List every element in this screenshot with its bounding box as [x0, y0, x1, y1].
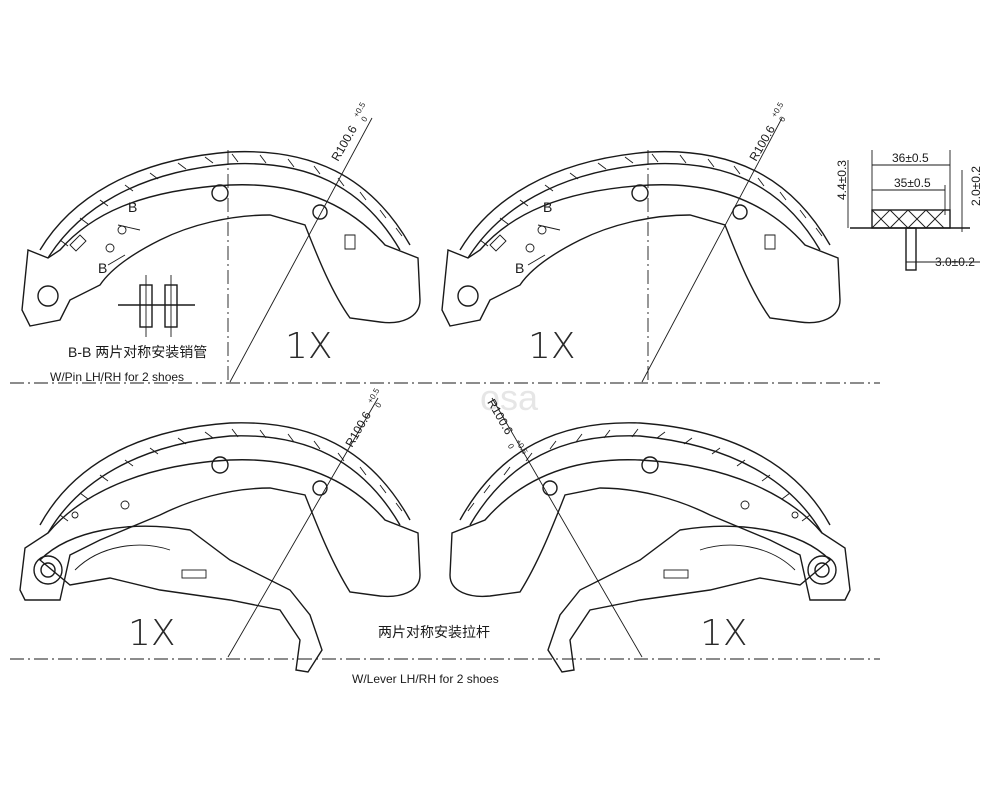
dim-35: 35±0.5	[894, 176, 931, 190]
lining-section-detail	[847, 150, 980, 271]
svg-text:R100.6: R100.6	[328, 123, 360, 164]
svg-text:R100.6: R100.6	[746, 123, 778, 164]
qty-label-1: 1X	[285, 326, 333, 367]
section-mark-b4: B	[515, 260, 524, 276]
shoe-top-left	[21, 117, 421, 383]
shoe-bottom-right	[449, 397, 851, 673]
svg-text:+0.5: +0.5	[366, 386, 382, 405]
dim-4-4: 4.4±0.3	[835, 160, 849, 200]
svg-text:+0.5: +0.5	[770, 100, 786, 119]
qty-label-4: 1X	[700, 613, 748, 654]
bb-note: B-B 两片对称安装销管	[68, 344, 207, 360]
section-mark-b2: B	[98, 260, 107, 276]
radius-label-3: R100.6 +0.5 0	[342, 386, 383, 450]
dim-2-0: 2.0±0.2	[969, 166, 983, 206]
section-mark-b1: B	[128, 199, 137, 215]
svg-text:R100.6: R100.6	[342, 409, 374, 450]
svg-text:0: 0	[373, 401, 383, 410]
qty-label-2: 1X	[528, 326, 576, 367]
svg-text:+0.5: +0.5	[352, 100, 368, 119]
dim-3-0: 3.0±0.2	[935, 255, 975, 269]
shoe-bottom-left	[19, 397, 421, 673]
svg-text:0: 0	[506, 442, 516, 451]
lever-note-cn: 两片对称安装拉杆	[378, 624, 490, 640]
pin-note: W/Pin LH/RH for 2 shoes	[50, 370, 184, 384]
svg-text:+0.5: +0.5	[514, 438, 530, 457]
svg-text:4.4±0.3: 4.4±0.3	[835, 160, 849, 200]
radius-label-2: R100.6 +0.5 0	[746, 100, 787, 164]
svg-text:0: 0	[777, 115, 787, 124]
section-mark-b3: B	[543, 199, 552, 215]
shoe-top-right	[441, 117, 841, 383]
lever-note: W/Lever LH/RH for 2 shoes	[352, 672, 499, 686]
svg-text:0: 0	[359, 115, 369, 124]
dim-36: 36±0.5	[892, 151, 929, 165]
svg-text:2.0±0.2: 2.0±0.2	[969, 166, 983, 206]
watermark-text: osa	[480, 377, 539, 418]
pin-section-detail	[118, 275, 195, 337]
qty-label-3: 1X	[128, 613, 176, 654]
